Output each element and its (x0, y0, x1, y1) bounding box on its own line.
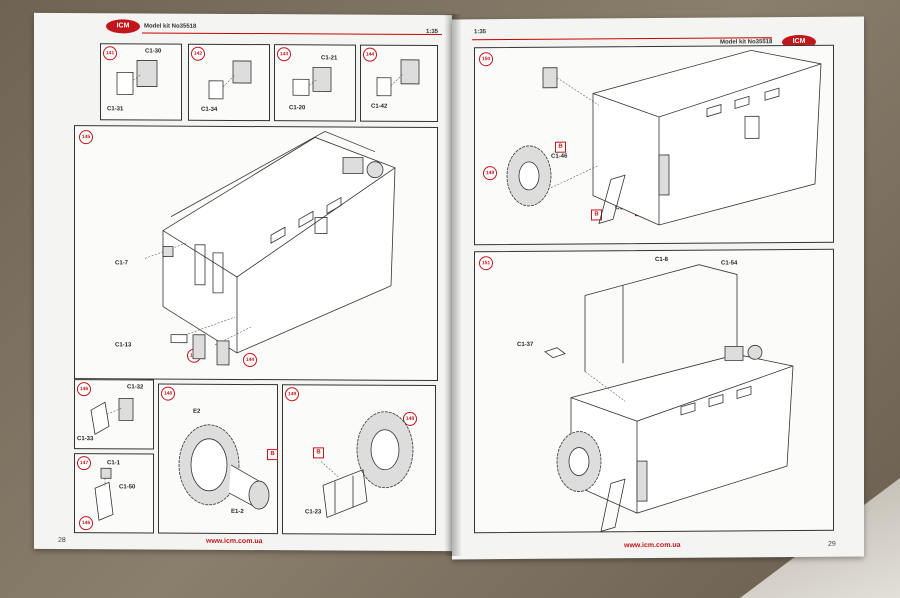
book-gutter (444, 14, 462, 556)
step-149-panel: 149 C1-23 148 B (282, 384, 436, 536)
step-142-panel: 142 C1-34 (188, 43, 270, 122)
step-141-panel: 141 C1-30 C1-31 (100, 43, 182, 121)
left-page: ICM Model kit No35518 1:35 141 C1-30 C1-… (34, 12, 452, 552)
scale-label: 1:35 (474, 29, 487, 36)
step-147-panel: 147 C1-1 C1-50 146 (74, 453, 154, 534)
step-148-panel: 148 E2 E1-2 B (158, 383, 278, 535)
part-drawing (90, 397, 134, 435)
part-drawing (116, 60, 158, 95)
step-145-panel: 145 C1-7 C1-13 142 144 (74, 125, 438, 382)
wheel-drawing (178, 424, 270, 510)
website-url: www.icm.com.ua (624, 541, 681, 550)
kit-number: Model kit No35518 (144, 23, 197, 30)
website-url: www.icm.com.ua (206, 537, 263, 546)
step-146-panel: 146 C1-32 C1-33 (74, 379, 154, 450)
step-144-panel: 144 C1-42 (360, 44, 438, 123)
truck-body-drawing (544, 264, 794, 532)
truck-body-drawing (144, 130, 396, 366)
truck-body-drawing (506, 49, 822, 226)
part-drawing (94, 467, 114, 521)
step-143-panel: 143 C1-21 C1-20 (274, 44, 356, 122)
header-rule (142, 32, 442, 36)
step-151-panel: 151 C1-8 C1-54 C1-37 (474, 248, 834, 534)
right-page: 1:35 Model kit No35518 ICM 150 C1-46 C1-… (452, 16, 864, 560)
part-drawing (208, 60, 252, 100)
wheel-carrier-drawing (320, 411, 414, 519)
page-number: 29 (828, 540, 836, 548)
page-number: 28 (58, 537, 66, 545)
part-drawing (376, 59, 420, 97)
icm-logo: ICM (106, 19, 140, 34)
step-150-panel: 150 C1-46 C1-3 149 B B 7 (474, 44, 834, 246)
part-drawing (292, 66, 332, 96)
